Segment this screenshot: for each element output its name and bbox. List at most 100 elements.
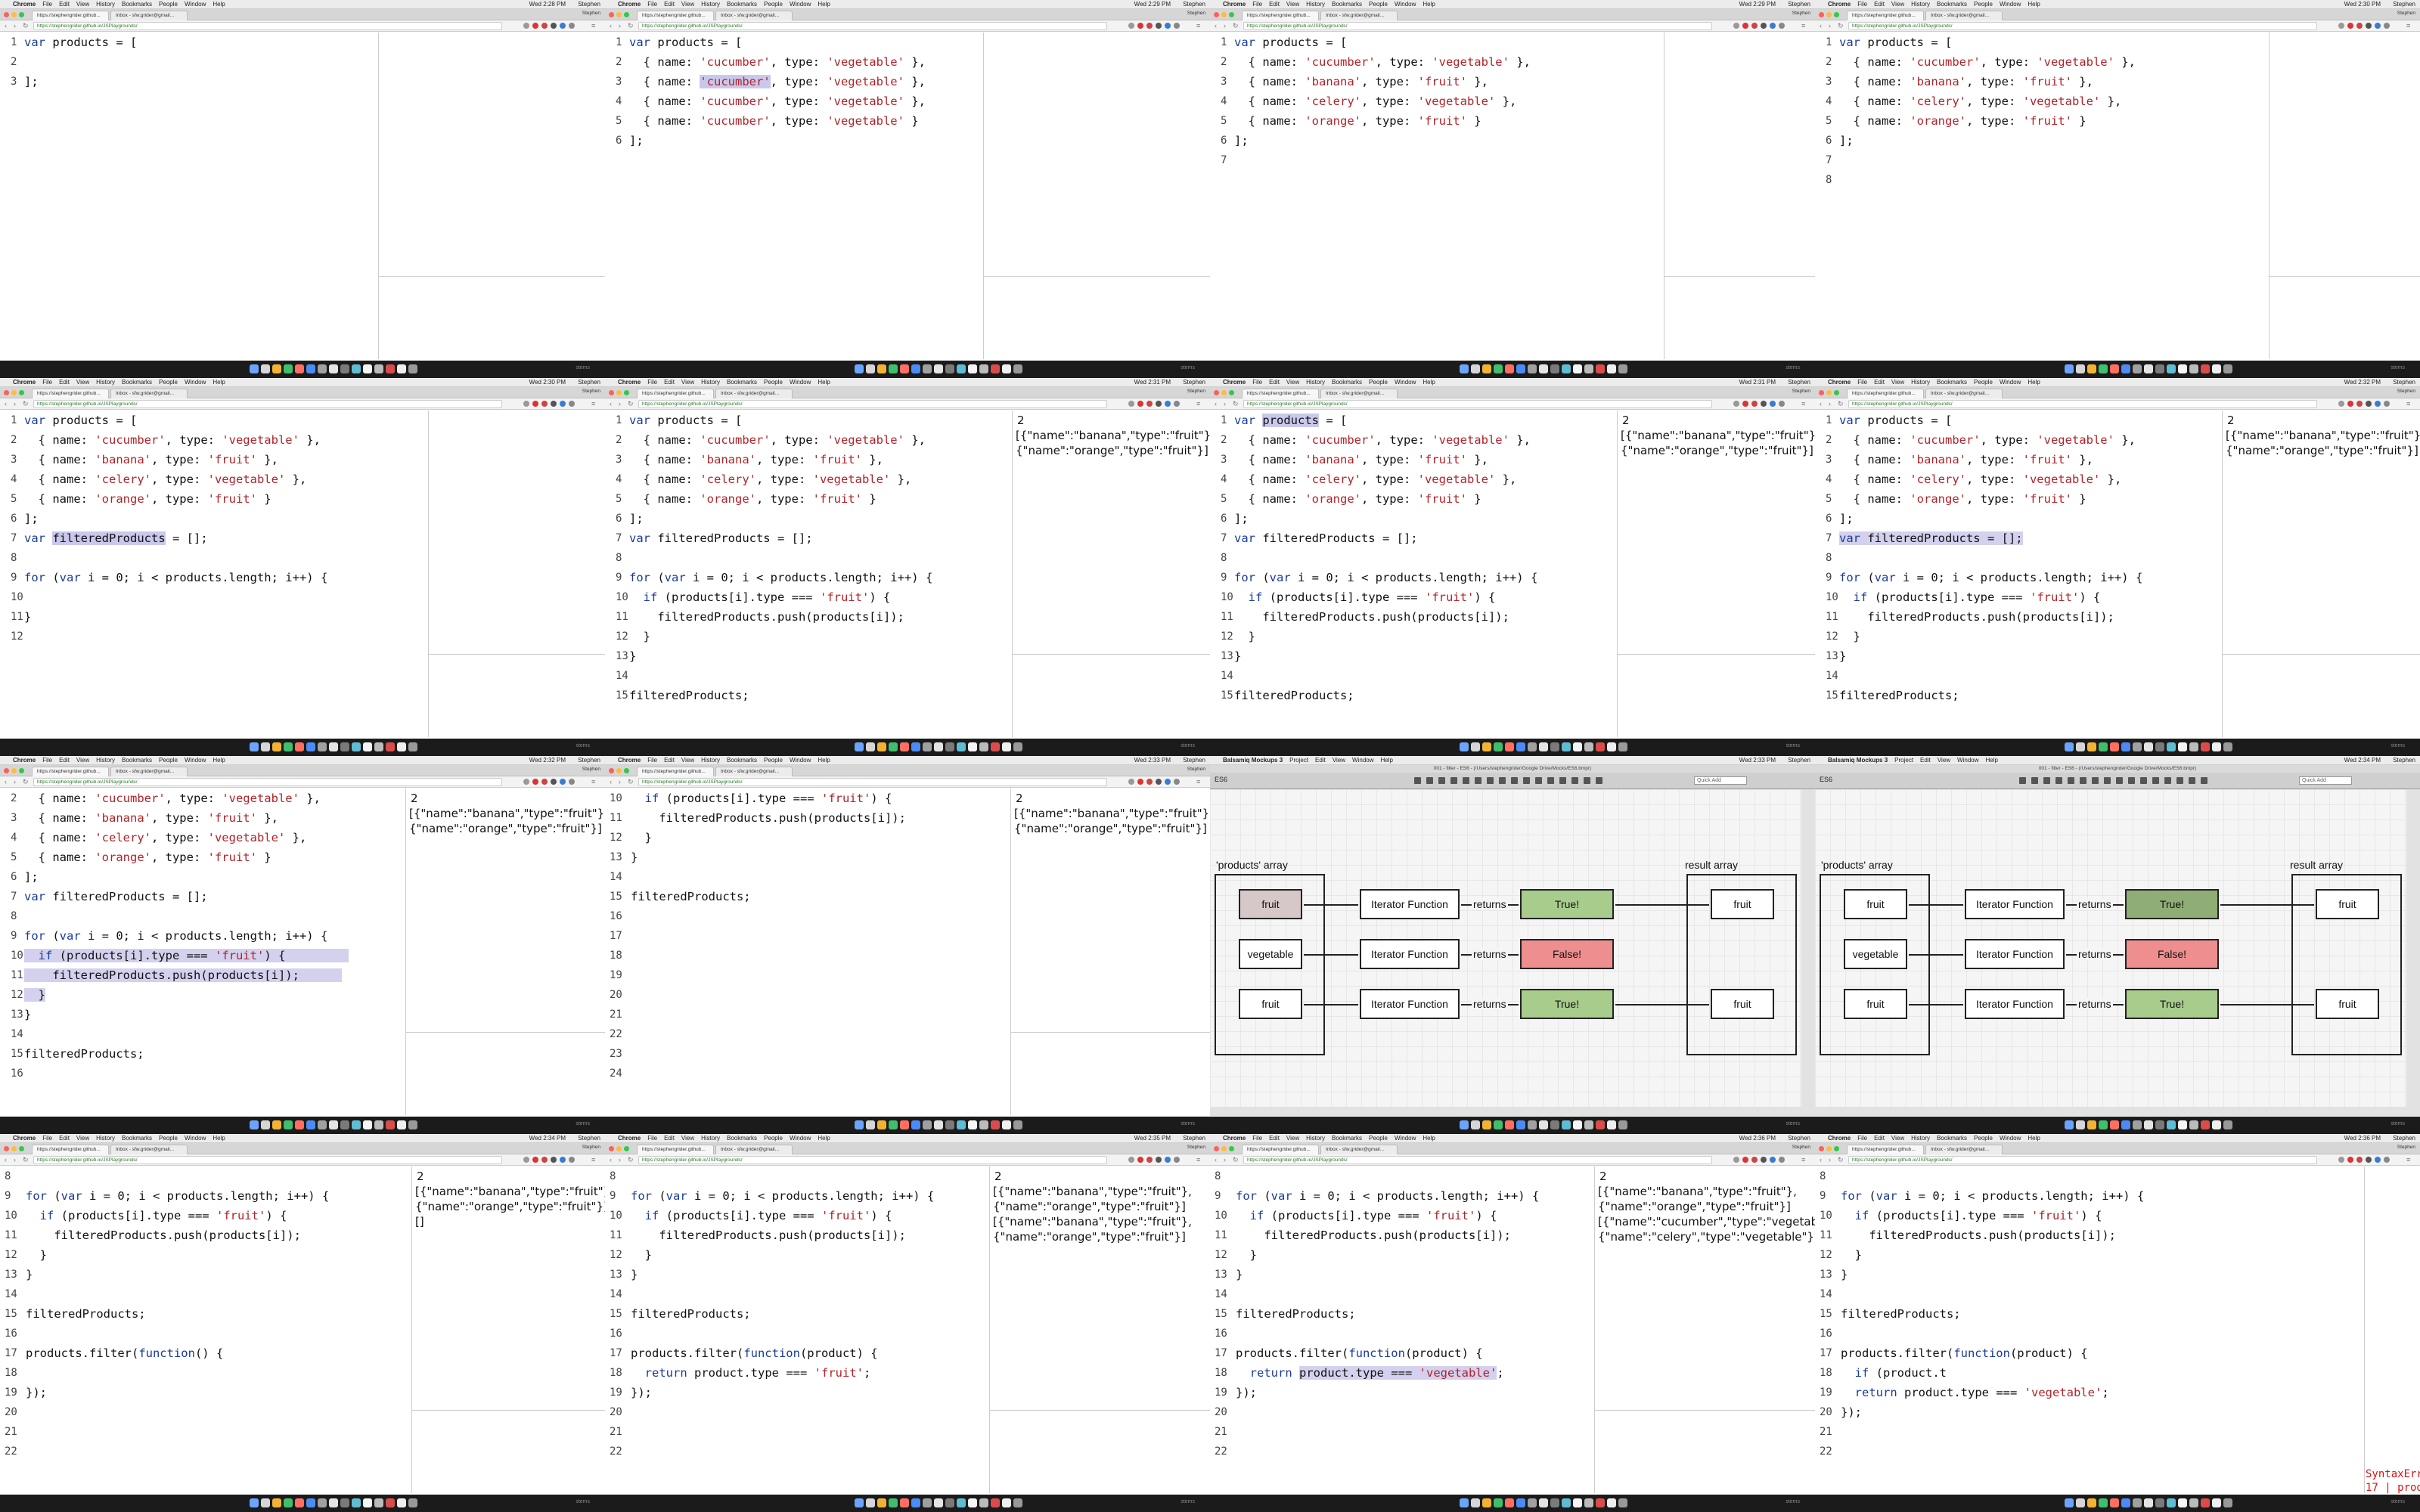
dock-app-icon[interactable] bbox=[957, 364, 966, 373]
user-name[interactable]: Stephen bbox=[1183, 1, 1205, 8]
profile-name[interactable]: Stephen bbox=[1792, 389, 1810, 394]
dock-app-icon[interactable] bbox=[408, 364, 417, 373]
extension-icon[interactable] bbox=[532, 1157, 538, 1163]
toolbar-tool-icon[interactable] bbox=[1559, 777, 1566, 784]
forward-icon[interactable]: › bbox=[14, 400, 16, 407]
dock-app-icon[interactable] bbox=[877, 1120, 886, 1129]
extension-icon[interactable] bbox=[1761, 1157, 1767, 1163]
extension-icon[interactable] bbox=[1165, 1157, 1171, 1163]
menu-item[interactable]: Chrome bbox=[1828, 1, 1851, 8]
extension-icon[interactable] bbox=[551, 23, 557, 29]
dock-app-icon[interactable] bbox=[284, 1120, 293, 1129]
menu-item[interactable]: People bbox=[1369, 1, 1388, 8]
reload-icon[interactable]: ↻ bbox=[1838, 400, 1844, 407]
menu-icon[interactable]: ≡ bbox=[2406, 1156, 2411, 1163]
dock-app-icon[interactable] bbox=[272, 742, 281, 751]
menu-item[interactable]: Help bbox=[213, 757, 225, 764]
menu-item[interactable]: Help bbox=[1423, 1, 1435, 8]
dock-app-icon[interactable] bbox=[250, 1498, 259, 1507]
extension-icon[interactable] bbox=[2366, 1157, 2372, 1163]
dock-app-icon[interactable] bbox=[261, 364, 270, 373]
profile-name[interactable]: Stephen bbox=[1187, 389, 1205, 394]
dock-app-icon[interactable] bbox=[1013, 1120, 1022, 1129]
toolbar-tool-icon[interactable] bbox=[2031, 777, 2038, 784]
back-icon[interactable]: ‹ bbox=[610, 22, 612, 29]
menu-item[interactable]: Bookmarks bbox=[727, 379, 758, 386]
reload-icon[interactable]: ↻ bbox=[1838, 22, 1844, 29]
profile-name[interactable]: Stephen bbox=[1187, 1145, 1205, 1150]
dock-app-icon[interactable] bbox=[1516, 742, 1525, 751]
menu-item[interactable]: File bbox=[647, 757, 658, 764]
menu-item[interactable]: Bookmarks bbox=[122, 1, 153, 8]
back-icon[interactable]: ‹ bbox=[1215, 22, 1217, 29]
extension-icon[interactable] bbox=[551, 401, 557, 407]
dock-app-icon[interactable] bbox=[295, 742, 304, 751]
dock-app-icon[interactable] bbox=[968, 742, 977, 751]
dock-app-icon[interactable] bbox=[2223, 364, 2232, 373]
profile-name[interactable]: Stephen bbox=[2397, 1145, 2415, 1150]
dock-app-icon[interactable] bbox=[900, 1120, 909, 1129]
profile-name[interactable]: Stephen bbox=[582, 1145, 600, 1150]
menu-item[interactable]: View bbox=[76, 379, 90, 386]
tab-inbox[interactable]: Inbox - sfw.grider@gmail... bbox=[110, 1145, 188, 1154]
star-icon[interactable] bbox=[523, 779, 529, 785]
minimize-window-icon[interactable] bbox=[616, 390, 622, 395]
zoom-window-icon[interactable] bbox=[1834, 12, 1839, 17]
extension-icon[interactable] bbox=[2356, 1157, 2363, 1163]
dock-app-icon[interactable] bbox=[866, 1498, 875, 1507]
dock-app-icon[interactable] bbox=[1528, 742, 1537, 751]
menu-item[interactable]: Window bbox=[789, 1135, 811, 1142]
dock-app-icon[interactable] bbox=[934, 364, 943, 373]
dock-app-icon[interactable] bbox=[2167, 364, 2176, 373]
dock-app-icon[interactable] bbox=[2155, 742, 2164, 751]
menu-item[interactable]: History bbox=[1306, 379, 1326, 386]
horizontal-scrollbar[interactable] bbox=[1815, 1107, 2420, 1116]
dock-app-icon[interactable] bbox=[306, 742, 315, 751]
toolbar-tool-icon[interactable] bbox=[2019, 777, 2026, 784]
extension-icon[interactable] bbox=[2384, 1157, 2390, 1163]
tab-jsplaygrounds[interactable]: https://stephengrider.github... bbox=[637, 389, 714, 398]
dock-app-icon[interactable] bbox=[855, 364, 864, 373]
star-icon[interactable] bbox=[1128, 23, 1134, 29]
menu-item[interactable]: Balsamiq Mockups 3 bbox=[1223, 757, 1283, 764]
tab-inbox[interactable]: Inbox - sfw.grider@gmail... bbox=[1925, 389, 2003, 398]
code-editor[interactable]: 2 { name: 'cucumber', type: 'vegetable' … bbox=[0, 789, 405, 1115]
dock-app-icon[interactable] bbox=[1002, 1120, 1011, 1129]
code-editor[interactable]: 10 if (products[i].type === 'fruit') {11… bbox=[605, 789, 1010, 1115]
menu-item[interactable]: File bbox=[42, 379, 53, 386]
menu-item[interactable]: Bookmarks bbox=[122, 757, 153, 764]
toolbar-tool-icon[interactable] bbox=[2080, 777, 2086, 784]
menu-item[interactable]: Window bbox=[789, 757, 811, 764]
dock-app-icon[interactable] bbox=[1562, 742, 1571, 751]
menu-item[interactable]: View bbox=[681, 757, 695, 764]
menu-item[interactable]: Edit bbox=[1874, 379, 1885, 386]
dock-app-icon[interactable] bbox=[363, 1498, 372, 1507]
menu-item[interactable]: Chrome bbox=[1223, 1135, 1246, 1142]
toolbar-tool-icon[interactable] bbox=[1438, 777, 1445, 784]
menu-icon[interactable]: ≡ bbox=[591, 400, 596, 407]
star-icon[interactable] bbox=[2338, 1157, 2344, 1163]
dock-app-icon[interactable] bbox=[1013, 1498, 1022, 1507]
iterator-function-box[interactable]: Iterator Function bbox=[1360, 889, 1460, 919]
menu-item[interactable]: History bbox=[96, 1, 116, 8]
reload-icon[interactable]: ↻ bbox=[1838, 1156, 1844, 1163]
dock-app-icon[interactable] bbox=[2076, 1120, 2085, 1129]
dock-app-icon[interactable] bbox=[968, 1498, 977, 1507]
menu-item[interactable]: People bbox=[1369, 379, 1388, 386]
menu-item[interactable]: View bbox=[1937, 757, 1951, 764]
star-icon[interactable] bbox=[523, 23, 529, 29]
dock-app-icon[interactable] bbox=[979, 1498, 988, 1507]
extension-icon[interactable] bbox=[1761, 23, 1767, 29]
menu-icon[interactable]: ≡ bbox=[1196, 1156, 1201, 1163]
extension-icon[interactable] bbox=[1770, 1157, 1776, 1163]
dock-app-icon[interactable] bbox=[1460, 364, 1469, 373]
dock-app-icon[interactable] bbox=[991, 742, 1000, 751]
iterator-function-box[interactable]: Iterator Function bbox=[1965, 989, 2065, 1019]
result-value-box[interactable]: True! bbox=[2125, 989, 2219, 1019]
dock-app-icon[interactable] bbox=[1482, 1120, 1491, 1129]
url-input[interactable]: https://stephengrider.github.io/JSPlaygr… bbox=[638, 778, 1107, 786]
dock-app-icon[interactable] bbox=[2167, 1120, 2176, 1129]
